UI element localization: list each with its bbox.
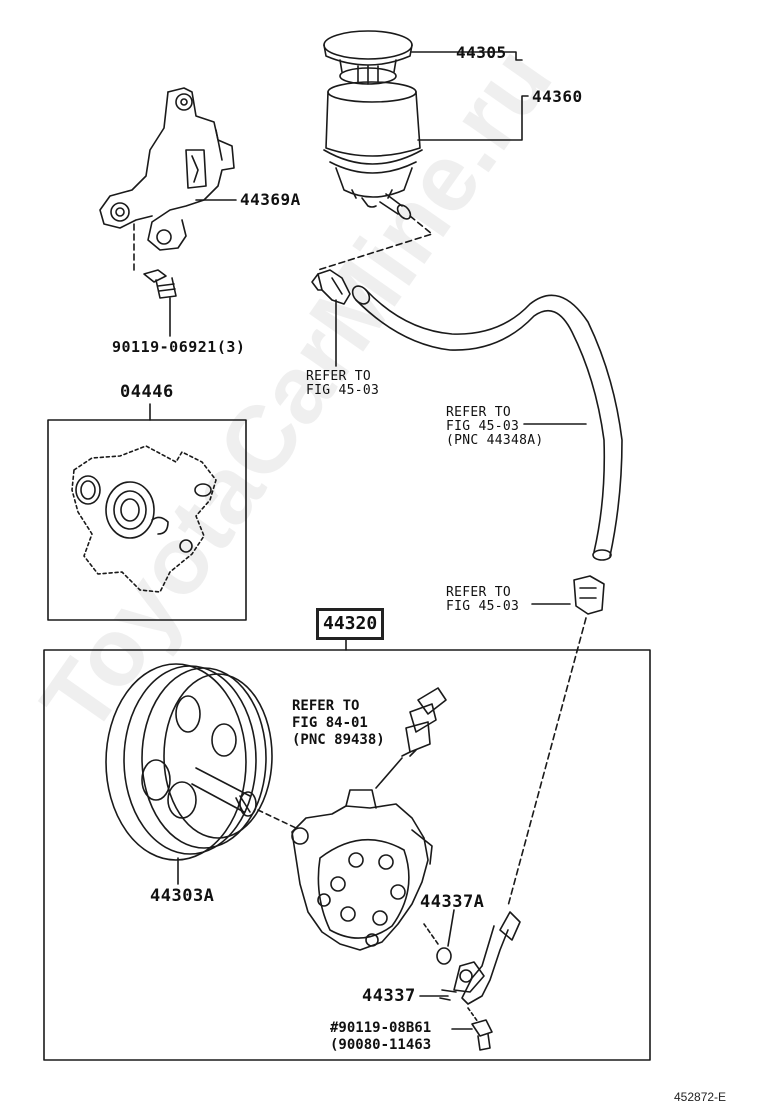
reservoir-leader — [417, 95, 529, 141]
ref-line: FIG 45-03 — [446, 599, 520, 614]
part-label-union: 44337 — [362, 986, 416, 1006]
part-label-gasket-kit: 04446 — [120, 382, 174, 402]
oring-dash — [423, 923, 439, 945]
cap-leader — [411, 51, 523, 61]
part-label-cap: 44305 — [456, 43, 507, 62]
oring-leader — [447, 909, 455, 947]
upper-bolt-drawing — [143, 269, 177, 299]
pump-body-drawing — [291, 789, 433, 951]
gasket-kit-box — [47, 419, 247, 621]
bracket-drawing — [99, 87, 235, 251]
part-label-pulley: 44303A — [150, 886, 215, 906]
pump-assembly-box — [43, 649, 651, 1061]
pressure-switch-drawing — [401, 687, 447, 757]
ref-line: REFER TO — [292, 698, 360, 714]
lower-bolt-dash — [467, 1007, 479, 1023]
hose-clamp-upper-drawing — [311, 269, 351, 305]
ref-line: FIG 45-03 — [446, 419, 520, 434]
clamp-union-leader — [507, 617, 587, 907]
hose-clamp-lower-drawing — [573, 575, 605, 615]
part-label-lower-bolt: #90119-08B61 (90080-11463 — [330, 1020, 431, 1054]
ref-note-hose: REFER TO FIG 45-03 (PNC 44348A) — [446, 406, 544, 448]
ref-line: FIG 45-03 — [306, 383, 380, 398]
part-label-pump-assembly: 44320 — [316, 608, 385, 640]
pulley-drawing — [105, 663, 273, 861]
ref-line: FIG 84-01 — [292, 715, 368, 731]
ref-line: (PNC 89438) — [292, 732, 385, 748]
part-label-upper-bolt: 90119-06921(3) — [112, 338, 246, 356]
part-label-oring: 44337A — [420, 892, 485, 912]
figure-code: 452872-E — [674, 1090, 727, 1104]
pulley-shaft-leader — [257, 809, 297, 829]
gasket-kit-drawing — [71, 445, 217, 593]
ref-line: REFER TO — [446, 585, 512, 600]
union-pipe-drawing — [439, 911, 521, 1005]
part-label-bracket: 44369A — [240, 190, 301, 209]
ref-line: (PNC 44348A) — [446, 433, 544, 448]
lower-bolt-line1: #90119-08B61 — [330, 1020, 432, 1036]
ref-note-clamp-lower: REFER TO FIG 45-03 — [446, 586, 519, 614]
ref-line: REFER TO — [446, 405, 512, 420]
ref-line: REFER TO — [306, 369, 372, 384]
reservoir-cap-drawing — [323, 30, 413, 85]
return-hose-drawing — [351, 285, 623, 561]
oring-drawing — [436, 947, 452, 965]
ref-note-clamp-upper: REFER TO FIG 45-03 — [306, 370, 379, 398]
reservoir-hose-leader — [317, 215, 433, 271]
reservoir-tank-drawing — [323, 81, 423, 220]
lower-bolt-drawing — [471, 1019, 493, 1051]
ref-note-switch: REFER TO FIG 84-01 (PNC 89438) — [292, 698, 385, 749]
part-label-reservoir: 44360 — [532, 87, 583, 106]
lower-bolt-line2: (90080-11463 — [330, 1037, 432, 1053]
switch-leader — [375, 757, 403, 789]
